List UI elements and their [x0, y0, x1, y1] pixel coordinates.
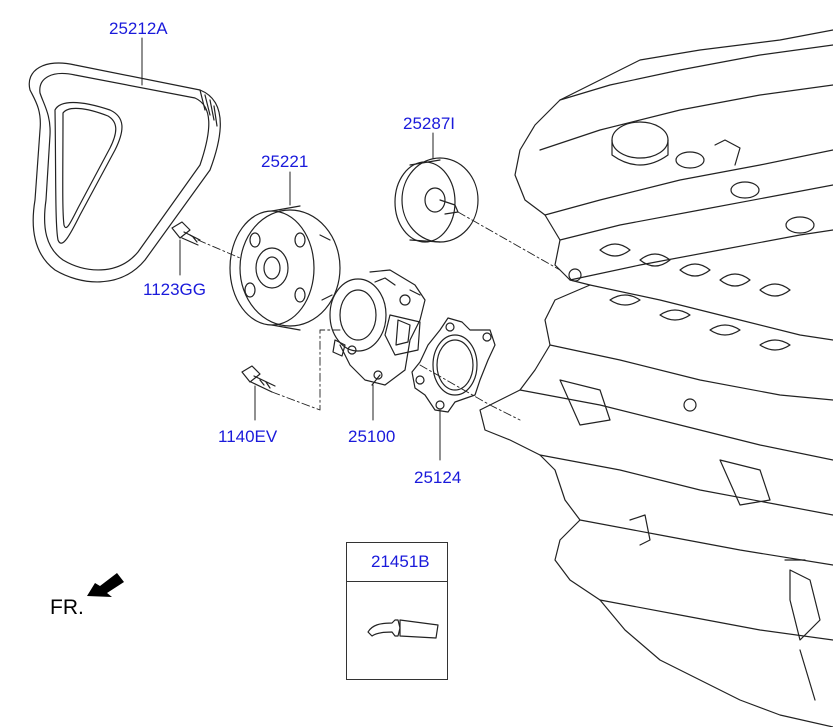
- direction-arrow-icon: [87, 573, 124, 597]
- pump-bolt: [241, 365, 276, 393]
- pulley-bolt: [171, 221, 201, 246]
- callout-25221: 25221: [261, 152, 309, 171]
- callout-21451B: 21451B: [371, 552, 430, 571]
- sealant-kit-header: [347, 543, 447, 582]
- callout-1123GG: 1123GG: [143, 280, 207, 299]
- callout-25287I: 25287I: [403, 114, 455, 133]
- callout-25100: 25100: [348, 427, 396, 446]
- sealant-kit-box: [346, 542, 448, 680]
- front-direction-label: FR.: [50, 596, 84, 619]
- idler-pulley: [394, 157, 479, 243]
- callout-1140EV: 1140EV: [218, 427, 278, 446]
- callout-25124: 25124: [414, 468, 462, 487]
- callout-25212A: 25212A: [109, 19, 168, 38]
- water-pump-pulley: [229, 205, 341, 331]
- drive-belt: [28, 62, 221, 283]
- engine-block: [479, 29, 833, 727]
- water-pump: [329, 269, 426, 386]
- sealant-tube-icon: [367, 619, 439, 639]
- pump-gasket: [411, 317, 496, 413]
